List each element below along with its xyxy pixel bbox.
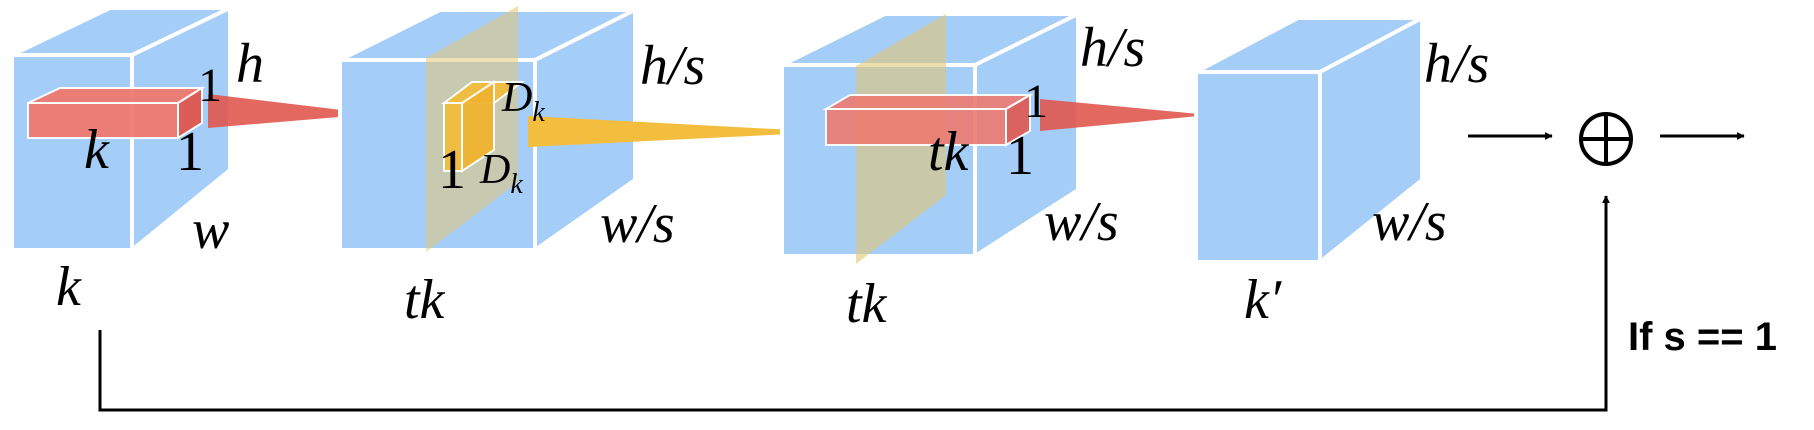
depthwise-kernel-size-top: Dk [501,75,545,128]
kernel-1-width-label: 1 [176,121,204,183]
skip-condition-label: If s == 1 [1628,315,1777,359]
projection-beam-3 [1040,99,1210,131]
skip-connection-line [98,195,1610,412]
depthwise-kernel [441,80,525,173]
kernel-3-side [1005,93,1031,147]
kernel-3-depth-label: tk [928,121,970,183]
kernel-1-side [177,86,203,140]
input-width-label: w [192,199,229,261]
input-block-front [10,53,134,252]
depthwise-kernel-side [461,80,495,173]
depthwise-size-bottom-base: D [479,147,510,193]
kernel-1-top [27,87,206,104]
adder-symbol: ⊕ [1606,138,1607,140]
kernel-1-front [27,102,179,139]
kernel-3-top [822,94,1034,110]
projection-height-label: h/s [1424,33,1489,95]
input-depth-label: k [56,256,82,318]
depthwise-kernel-size-bottom: Dk [479,147,523,200]
depthwise-height-label: h/s [1080,17,1145,79]
kernel-3-width-label: 1 [1006,125,1034,187]
projection-block-front [1194,70,1322,264]
depthwise-kernel-height-label: 1 [438,139,466,201]
input-height-label: h [236,33,264,95]
projection-beam-2 [528,116,830,147]
depthwise-size-bottom-sub: k [510,169,523,200]
expansion-width-label: w/s [600,193,675,255]
kernel-1-height-label: 1 [198,59,222,112]
depthwise-size-top-sub: k [532,97,545,128]
pointwise-kernel-1 [27,86,206,140]
depthwise-width-label: w/s [1044,191,1119,253]
projection-block [1194,14,1424,267]
projection-beam-1 [208,94,375,128]
expansion-depth-label: tk [404,269,446,331]
pointwise-kernel-2 [822,93,1034,147]
expansion-height-label: h/s [640,35,705,97]
projection-depth-label: k′ [1244,269,1282,331]
depthwise-depth-label: tk [846,273,888,335]
kernel-1-depth-label: k [84,119,110,181]
depthwise-size-top-base: D [501,75,532,121]
kernel-3-height-label: 1 [1024,75,1048,128]
projection-width-label: w/s [1372,191,1447,253]
kernel-3-front [825,108,1007,146]
